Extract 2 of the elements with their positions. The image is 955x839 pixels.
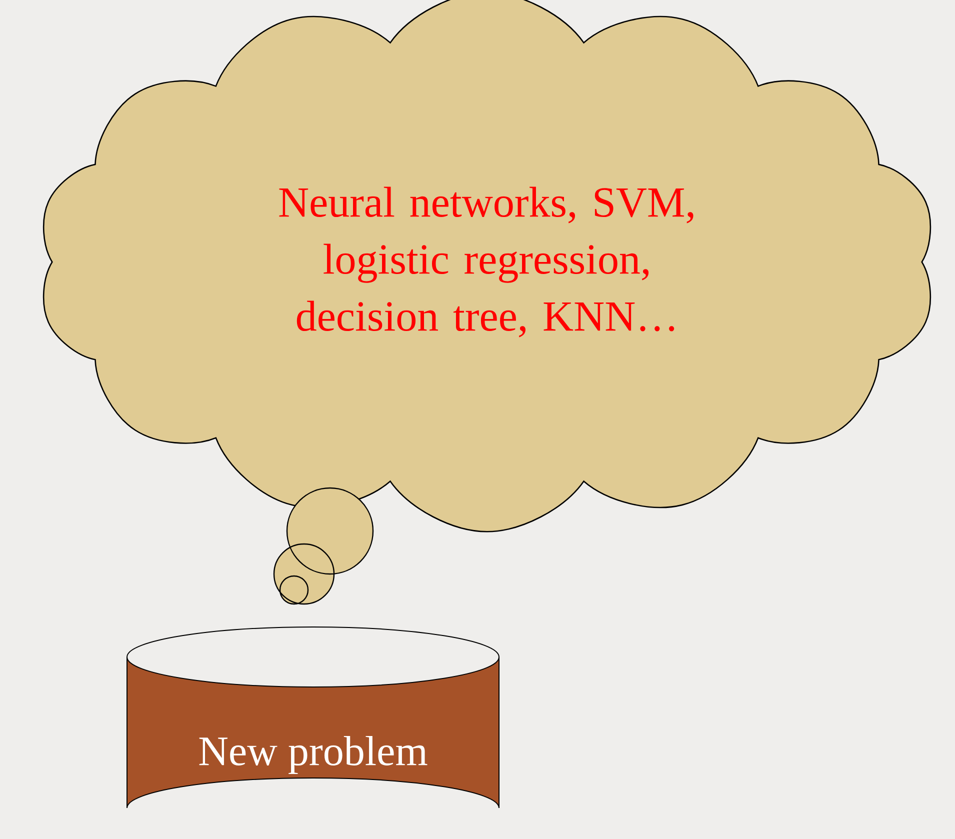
cylinder: New problem — [126, 626, 500, 808]
thought-cloud: Neural networks, SVM, logistic regression, decision tree, KNN… — [42, 0, 932, 532]
